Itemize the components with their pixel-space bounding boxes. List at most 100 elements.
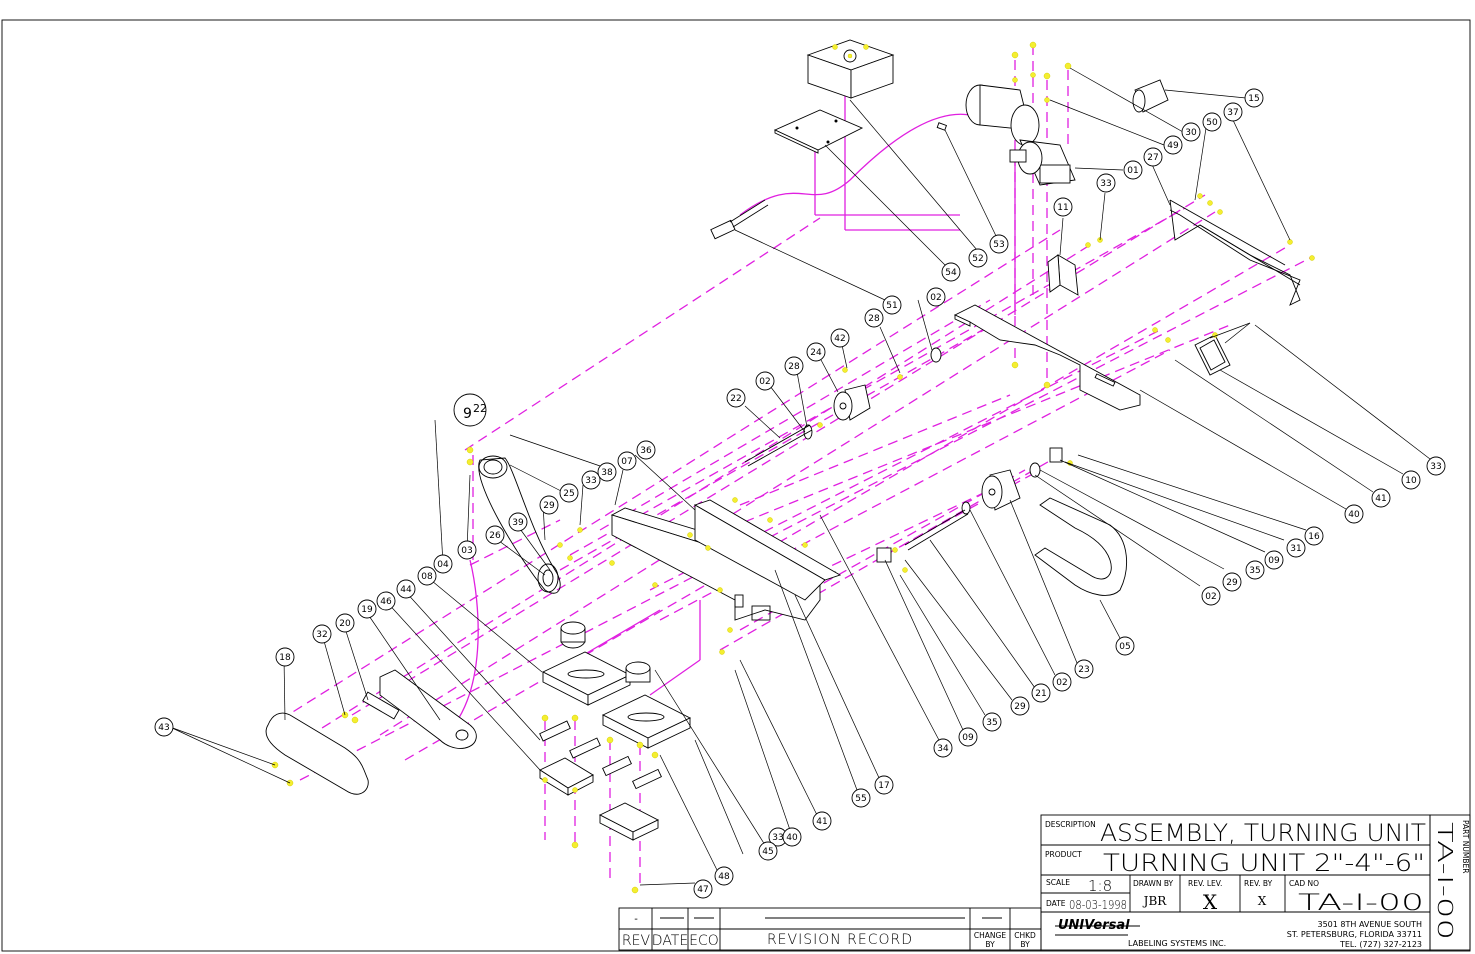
- balloon-number: 39: [512, 518, 524, 528]
- balloon-callout: 19: [357, 599, 377, 619]
- balloon-callout: 37: [1223, 102, 1243, 122]
- slotted-block-right: [601, 661, 692, 749]
- balloon-circle: [1304, 526, 1324, 546]
- balloon-circle: [941, 262, 961, 282]
- balloon-circle: [714, 866, 734, 886]
- balloon-number: 34: [937, 744, 949, 754]
- balloon-callout: 44: [396, 579, 416, 599]
- balloon-circle: [882, 295, 902, 315]
- balloon-number: 33: [585, 476, 596, 486]
- balloon-callout: 52: [968, 248, 988, 268]
- balloon-circle: [376, 591, 396, 611]
- balloon-number: 30: [1185, 128, 1197, 138]
- balloon-callout: 02: [1201, 586, 1221, 606]
- balloon-callout: 47: [693, 879, 713, 899]
- balloon-circle: [1163, 135, 1183, 155]
- balloon-callout: 41: [1371, 488, 1391, 508]
- balloon-number: 42: [834, 334, 845, 344]
- balloon-callout: 55: [851, 788, 871, 808]
- balloon-callout: 25: [559, 483, 579, 503]
- balloon-circle: [617, 451, 637, 471]
- cad-no-label: CAD NO: [1289, 879, 1319, 888]
- balloon-callout: 29: [1010, 696, 1030, 716]
- balloon-circle: [312, 624, 332, 644]
- balloon-number: 50: [1206, 118, 1218, 128]
- balloon-circle: [1245, 560, 1265, 580]
- balloon-callout: 04: [433, 554, 453, 574]
- balloon-callout: 34: [933, 738, 953, 758]
- balloon-number: 37: [1227, 108, 1238, 118]
- balloon-circle: [636, 440, 656, 460]
- balloon-callout: 16: [1304, 526, 1324, 546]
- drawn-by-label: DRAWN BY: [1133, 879, 1174, 888]
- balloon-callout: 28: [864, 308, 884, 328]
- balloon-number: 31: [1290, 544, 1301, 554]
- phone: TEL. (727) 327-2123: [1339, 940, 1422, 949]
- balloon-number: 51: [886, 301, 897, 311]
- balloon-number: 27: [1147, 153, 1158, 163]
- balloon-callout: 36: [636, 440, 656, 460]
- balloon-number: 09: [962, 733, 974, 743]
- title-block: DESCRIPTION ASSEMBLY, TURNING UNIT PRODU…: [1040, 814, 1471, 951]
- balloon-circle: [508, 512, 528, 532]
- balloon-circle: [926, 287, 946, 307]
- balloon-circle: [1053, 197, 1073, 217]
- svg-text:9: 9: [463, 406, 472, 422]
- drive-belt: [1034, 497, 1127, 596]
- sheet-border: [1, 19, 1471, 952]
- balloon-circle: [1143, 147, 1163, 167]
- cad-no-value: TA-I-00: [1298, 891, 1424, 916]
- balloon-circle: [1371, 488, 1391, 508]
- balloon-callout: 33: [581, 470, 601, 490]
- rev-lev-value: X: [1203, 890, 1218, 914]
- balloon-circle: [958, 727, 978, 747]
- balloon-callout: 38: [597, 462, 617, 482]
- balloon-number: 48: [718, 872, 730, 882]
- balloon-circle: [581, 470, 601, 490]
- balloon-number: 33: [1100, 179, 1111, 189]
- balloon-callout: 51: [882, 295, 902, 315]
- cable-connector: [710, 199, 769, 240]
- balloon-circle: [433, 554, 453, 574]
- balloon-number: 38: [601, 468, 613, 478]
- balloon-circle: [335, 613, 355, 633]
- main-frame: [610, 499, 842, 621]
- balloon-number: 44: [400, 585, 412, 595]
- balloon-circle: [982, 712, 1002, 732]
- balloon-circle: [806, 342, 826, 362]
- date-label: DATE: [652, 933, 688, 949]
- base-plate-right: [598, 755, 662, 841]
- magenta-solid-lines: [439, 95, 1016, 741]
- slotted-block-left: [541, 621, 632, 706]
- address-line-2: ST. PETERSBURG, FLORIDA 33711: [1287, 930, 1422, 939]
- balloon-callout: 18: [275, 647, 295, 667]
- balloon-number: 49: [1167, 141, 1179, 151]
- balloon-callout: 54: [941, 262, 961, 282]
- balloon-circle: [1202, 112, 1222, 132]
- balloon-number: 22: [730, 394, 741, 404]
- balloon-callout: 40: [782, 827, 802, 847]
- balloons: 0102020202030405070809091011151617181920…: [154, 88, 1446, 899]
- balloon-circle: [275, 647, 295, 667]
- balloon-circle: [1344, 504, 1364, 524]
- balloon-callout: 39: [508, 512, 528, 532]
- hardware-markers: [271, 41, 1315, 894]
- balloon-number: 46: [380, 597, 392, 607]
- part-number-label: PART NUMBER: [1461, 820, 1470, 873]
- balloon-number: 02: [1205, 592, 1216, 602]
- balloon-number: 24: [810, 348, 822, 358]
- balloon-number: 08: [421, 572, 433, 582]
- balloon-number: 33: [1430, 462, 1441, 472]
- product-label: PRODUCT: [1045, 850, 1082, 859]
- balloon-number: 17: [878, 781, 889, 791]
- balloon-number: 03: [461, 546, 472, 556]
- balloon-number: 11: [1057, 203, 1068, 213]
- balloon-callout: 02: [1052, 672, 1072, 692]
- base-plate-left: [539, 720, 601, 796]
- balloon-callout: 43: [154, 717, 174, 737]
- balloon-number: 33: [772, 833, 783, 843]
- balloon-callout: 02: [926, 287, 946, 307]
- description-label: DESCRIPTION: [1045, 820, 1096, 829]
- balloon-callout: 48: [714, 866, 734, 886]
